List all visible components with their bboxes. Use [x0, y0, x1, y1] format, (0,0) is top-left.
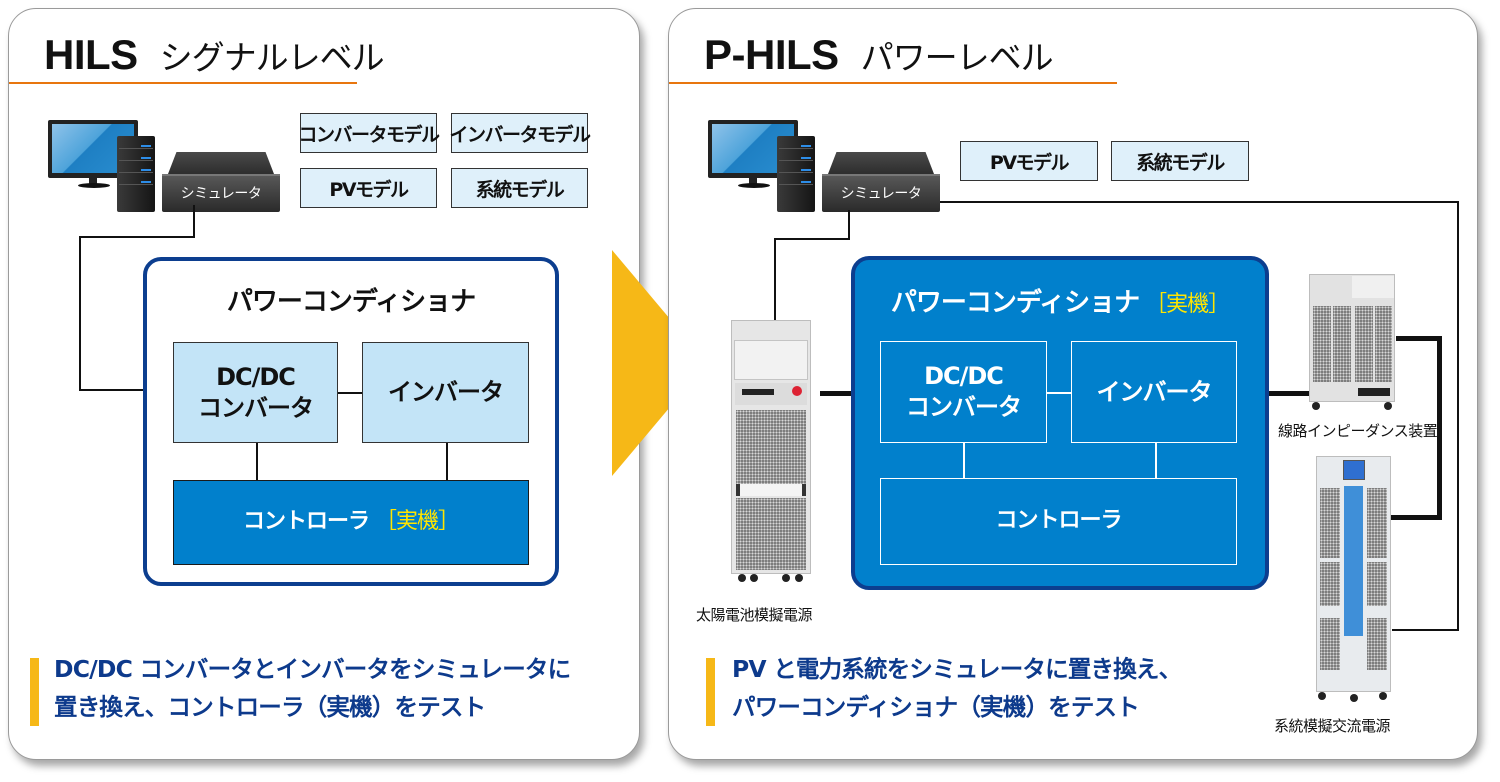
phils-title-rule [669, 82, 1117, 84]
power-wire [1437, 336, 1442, 520]
signal-wire [193, 205, 195, 238]
hils-title-sub: シグナルレベル [159, 38, 385, 77]
hils-controller-tag: ［実機］ [375, 509, 460, 535]
hils-dcdc-line2: コンバータ [198, 393, 314, 422]
hils-caption-line1: DC/DC コンバータとインバータをシミュレータに [54, 655, 571, 683]
hils-dcdc-line1: DC/DC [216, 362, 296, 391]
phils-pcs-title-tag: ［実機］ [1145, 292, 1230, 317]
model-box-inverter: インバータモデル [450, 113, 591, 153]
phils-dcdc-line2: コンバータ [906, 393, 1022, 421]
hils-dcdc-inverter-link [338, 392, 362, 394]
hils-title-rule [9, 82, 357, 84]
arrow-right-icon [612, 250, 707, 476]
signal-wire [774, 238, 850, 240]
phils-controller-label: コントローラ [995, 508, 1122, 534]
phils-inverter-label: インバータ [1096, 377, 1213, 406]
hils-title-main: HILS [44, 31, 138, 78]
phils-caption: PV と電力系統をシミュレータに置き換え、 パワーコンディショナ（実機）をテスト [732, 651, 1182, 726]
simulator-device: シミュレータ [822, 152, 940, 212]
signal-wire [940, 201, 1459, 203]
power-wire [1390, 515, 1442, 520]
phils-controller-block: コントローラ [880, 478, 1237, 565]
line-impedance-label: 線路インピーダンス装置 [1278, 422, 1438, 440]
simulator-device: シミュレータ [162, 152, 280, 212]
hils-title: HILS シグナルレベル [44, 31, 385, 78]
signal-wire [79, 236, 195, 238]
signal-wire [79, 236, 81, 391]
phils-title: P-HILS パワーレベル [704, 31, 1054, 78]
signal-wire [1392, 629, 1459, 631]
phils-caption-line2: パワーコンディショナ（実機）をテスト [732, 692, 1140, 721]
phils-inverter-controller-link [1155, 443, 1157, 479]
phils-inverter-block: インバータ [1071, 341, 1237, 443]
simulator-label: シミュレータ [840, 186, 922, 202]
phils-title-sub: パワーレベル [860, 38, 1054, 77]
power-wire [820, 391, 880, 396]
phils-dcdc-line1: DC/DC [924, 362, 1004, 391]
model-box-converter: コンバータモデル [299, 113, 440, 153]
phils-pcs-title-label: パワーコンディショナ [890, 288, 1140, 318]
hils-controller-label: コントローラ [242, 509, 370, 535]
model-box-pv: PVモデル [960, 141, 1098, 181]
signal-wire [1457, 201, 1459, 631]
phils-caption-bar [706, 658, 715, 726]
phils-pcs-container [851, 256, 1269, 590]
phils-dcdc-inverter-link [1047, 392, 1071, 394]
hils-caption-bar [30, 658, 39, 726]
phils-title-main: P-HILS [704, 31, 839, 78]
simulator-label: シミュレータ [180, 186, 262, 202]
hils-inverter-label: インバータ [388, 378, 504, 407]
power-wire [1239, 391, 1311, 396]
hils-inverter-block: インバータ [362, 342, 529, 443]
signal-wire [79, 389, 174, 391]
ac-source-label: 系統模擬交流電源 [1274, 717, 1391, 735]
signal-wire [848, 210, 850, 240]
hils-caption: DC/DC コンバータとインバータをシミュレータに 置き換え、コントローラ（実機… [54, 651, 571, 726]
hils-dcdc-controller-link [256, 443, 258, 481]
power-wire [1396, 336, 1442, 341]
hils-pcs-title: パワーコンディショナ [226, 287, 476, 317]
hils-controller-block: コントローラ［実機］ [173, 480, 529, 565]
phils-caption-line1: PV と電力系統をシミュレータに置き換え、 [732, 655, 1182, 683]
signal-wire [774, 238, 776, 320]
hils-caption-line2: 置き換え、コントローラ（実機）をテスト [54, 692, 486, 721]
model-box-grid: 系統モデル [451, 168, 588, 208]
phils-pcs-title: パワーコンディショナ［実機］ [851, 282, 1269, 319]
phils-dcdc-controller-link [963, 443, 965, 479]
model-box-grid: 系統モデル [1111, 141, 1249, 181]
pv-simulator-label: 太陽電池模擬電源 [696, 606, 813, 624]
model-box-pv: PVモデル [300, 168, 437, 208]
hils-inverter-controller-link [446, 443, 448, 481]
